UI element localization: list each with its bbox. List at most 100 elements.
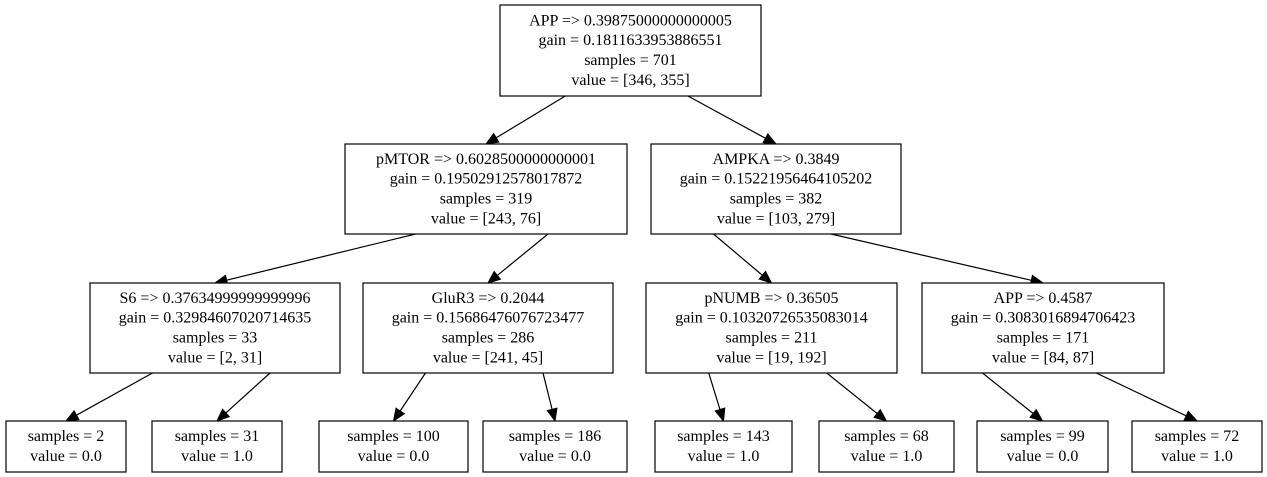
split-node-n3: S6 => 0.37634999999999996 gain = 0.329846… — [89, 282, 341, 374]
node-box — [650, 143, 902, 235]
node-text-line: value = [243, 76] — [431, 210, 541, 227]
edge-line — [713, 233, 763, 276]
arrowhead-icon — [216, 408, 231, 422]
edge-n3-n7 — [64, 372, 153, 422]
edge-line — [495, 95, 566, 139]
node-text-line: gain = 0.10320726535083014 — [675, 310, 868, 327]
node-text-line: samples = 72 — [1155, 428, 1240, 445]
node-text-line: value = [84, 87] — [992, 349, 1094, 366]
node-text-line: value = 0.0 — [519, 448, 591, 465]
edge-n0-n2 — [687, 95, 778, 145]
node-text-line: samples = 186 — [509, 428, 602, 445]
node-text-line: gain = 0.3083016894706423 — [951, 310, 1136, 327]
edge-n3-n8 — [216, 372, 271, 422]
node-text-line: value = 0.0 — [358, 448, 430, 465]
edge-line — [830, 233, 1032, 281]
node-box — [5, 420, 127, 473]
edge-line — [826, 372, 878, 414]
node-text-line: samples = 68 — [844, 428, 929, 445]
edge-line — [982, 372, 1034, 414]
edge-line — [542, 372, 553, 410]
edge-line — [708, 372, 721, 410]
leaf-node-n14: samples = 72 value = 1.0 — [1131, 420, 1263, 473]
arrowhead-icon — [392, 407, 406, 423]
node-box — [151, 420, 283, 473]
edge-n2-n6 — [830, 233, 1045, 286]
edge-n6-n14 — [1095, 372, 1199, 422]
arrowhead-icon — [546, 407, 558, 423]
node-text-line: samples = 100 — [347, 428, 440, 445]
node-text-line: value = [103, 279] — [717, 210, 835, 227]
node-text-line: gain = 0.15221956464105202 — [680, 171, 873, 188]
node-text-line: value = 1.0 — [1161, 448, 1233, 465]
edge-n5-n12 — [826, 372, 888, 422]
arrowhead-icon — [873, 408, 888, 422]
edge-n6-n13 — [982, 372, 1044, 422]
leaf-node-n10: samples = 186 value = 0.0 — [482, 420, 628, 473]
edge-n4-n10 — [542, 372, 558, 423]
leaf-node-n13: samples = 99 value = 0.0 — [976, 420, 1109, 473]
node-text-line: APP => 0.39875000000000005 — [529, 12, 732, 29]
split-node-n0: APP => 0.39875000000000005 gain = 0.18116… — [499, 4, 762, 97]
edge-n1-n4 — [486, 233, 549, 284]
edge-n5-n11 — [708, 372, 726, 423]
node-text-line: GluR3 => 0.2044 — [432, 290, 545, 307]
arrowhead-icon — [758, 270, 773, 284]
node-text-line: value = [19, 192] — [716, 349, 826, 366]
node-box — [318, 420, 469, 473]
node-text-line: gain = 0.1811633953886551 — [539, 32, 723, 49]
node-box — [1131, 420, 1263, 473]
edge-line — [399, 372, 426, 412]
node-text-line: value = 1.0 — [851, 448, 923, 465]
node-box — [344, 143, 628, 235]
node-box — [362, 282, 614, 374]
node-text-line: samples = 143 — [677, 428, 770, 445]
node-text-line: gain = 0.32984607020714635 — [119, 310, 312, 327]
node-text-line: pNUMB => 0.36505 — [704, 290, 838, 307]
edge-line — [1095, 372, 1187, 417]
arrowhead-icon — [484, 132, 500, 145]
node-box — [818, 420, 955, 473]
edge-line — [226, 233, 416, 281]
node-box — [976, 420, 1109, 473]
split-node-n5: pNUMB => 0.36505 gain = 0.103207265350830… — [645, 282, 898, 374]
arrowhead-icon — [714, 407, 726, 423]
node-text-line: value = 0.0 — [1007, 448, 1079, 465]
node-box — [645, 282, 898, 374]
node-text-line: value = [241, 45] — [433, 349, 543, 366]
node-text-line: samples = 701 — [584, 52, 677, 69]
node-box — [654, 420, 793, 473]
leaf-node-n9: samples = 100 value = 0.0 — [318, 420, 469, 473]
tree-edges — [64, 95, 1199, 423]
node-text-line: samples = 2 — [28, 428, 105, 445]
arrowhead-icon — [1029, 408, 1044, 422]
node-text-line: samples = 211 — [726, 330, 818, 347]
node-text-line: samples = 99 — [1000, 428, 1085, 445]
leaf-node-n12: samples = 68 value = 1.0 — [818, 420, 955, 473]
node-text-line: samples = 286 — [442, 330, 535, 347]
arrowhead-icon — [762, 132, 778, 145]
split-node-n2: AMPKA => 0.3849 gain = 0.1522195646410520… — [650, 143, 902, 235]
node-text-line: samples = 382 — [730, 191, 823, 208]
node-box — [499, 4, 762, 97]
edge-n0-n1 — [484, 95, 566, 145]
edge-n2-n5 — [713, 233, 773, 284]
node-text-line: AMPKA => 0.3849 — [713, 151, 840, 168]
arrowhead-icon — [64, 409, 80, 422]
node-text-line: value = 1.0 — [688, 448, 760, 465]
node-text-line: S6 => 0.37634999999999996 — [120, 290, 311, 307]
edge-line — [687, 95, 766, 139]
edge-line — [225, 372, 271, 414]
edge-n4-n9 — [392, 372, 426, 423]
edge-line — [496, 233, 549, 276]
node-text-line: APP => 0.4587 — [994, 290, 1093, 307]
edge-n1-n3 — [213, 233, 416, 286]
node-text-line: gain = 0.19502912578017872 — [390, 171, 583, 188]
node-text-line: pMTOR => 0.6028500000000001 — [376, 151, 596, 168]
arrowhead-icon — [1183, 410, 1199, 422]
node-text-line: samples = 319 — [440, 191, 533, 208]
